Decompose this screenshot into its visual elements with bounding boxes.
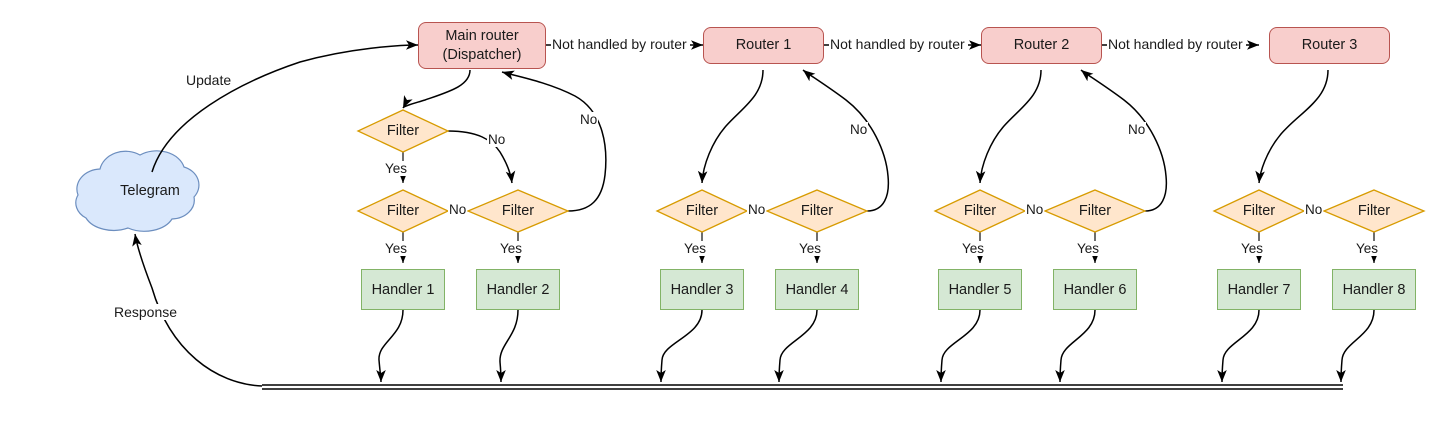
edge-h3-to-bus (656, 309, 703, 383)
label-not-handled-3: Not handled by router (1107, 36, 1244, 52)
handler-6[interactable]: Handler 6 (1053, 269, 1137, 310)
filter-shape-r2-left (933, 189, 1027, 233)
filter-shape-r2-right (1043, 189, 1147, 233)
handler-5-label: Handler 5 (948, 281, 1012, 298)
label-not-handled-1: Not handled by router (551, 36, 688, 52)
handler-1[interactable]: Handler 1 (361, 269, 445, 310)
label-yes-r3-left: Yes (1240, 241, 1265, 256)
telegram-label: Telegram (120, 183, 180, 199)
label-no-r3-left: No (1304, 202, 1324, 217)
label-no-main-left: No (448, 202, 468, 217)
label-no-r1-left: No (747, 202, 767, 217)
edge-r2-right-no-return (1080, 69, 1168, 212)
label-no-r2-return: No (1127, 122, 1147, 137)
router-1-label: Router 1 (735, 37, 792, 54)
handler-8-label: Handler 8 (1342, 281, 1406, 298)
edge-r1-right-no-return (802, 69, 890, 212)
telegram-cloud-shape (75, 150, 200, 232)
filter-shape-r1-left (655, 189, 749, 233)
label-yes-r1-right: Yes (798, 241, 823, 256)
label-yes-r1-left: Yes (683, 241, 708, 256)
edge-h6-to-bus (1055, 309, 1096, 383)
edge-h1-to-bus (376, 309, 404, 383)
edge-r1-to-filter (697, 69, 764, 184)
label-yes-main-top: Yes (384, 161, 409, 176)
router-3[interactable]: Router 3 (1269, 27, 1390, 64)
handler-2-label: Handler 2 (486, 281, 550, 298)
label-yes-r2-left: Yes (961, 241, 986, 256)
filter-shape-r3-left (1212, 189, 1306, 233)
handler-7[interactable]: Handler 7 (1217, 269, 1301, 310)
filter-shape-main-top (356, 109, 450, 153)
edge-update (151, 40, 419, 173)
router-1[interactable]: Router 1 (703, 27, 824, 64)
label-yes-r3-right: Yes (1355, 241, 1380, 256)
handler-8[interactable]: Handler 8 (1332, 269, 1416, 310)
label-response: Response (113, 304, 179, 320)
edge-r2-to-filter (975, 69, 1042, 184)
router-main[interactable]: Main router (Dispatcher) (418, 22, 546, 69)
edge-h7-to-bus (1217, 309, 1260, 383)
label-update: Update (185, 72, 233, 88)
handler-7-label: Handler 7 (1227, 281, 1291, 298)
router-main-label-line1: Main router (445, 28, 519, 45)
edge-main-to-filter-top (402, 69, 471, 109)
handler-1-label: Handler 1 (371, 281, 435, 298)
handler-5[interactable]: Handler 5 (938, 269, 1022, 310)
edge-h4-to-bus (774, 309, 818, 383)
router-2[interactable]: Router 2 (981, 27, 1102, 64)
filter-shape-r1-right (765, 189, 869, 233)
handler-2[interactable]: Handler 2 (476, 269, 560, 310)
handler-4-label: Handler 4 (785, 281, 849, 298)
edge-r3-to-filter (1255, 69, 1329, 184)
handler-3-label: Handler 3 (670, 281, 734, 298)
label-yes-main-right: Yes (499, 241, 524, 256)
edge-h5-to-bus (936, 309, 981, 383)
label-no-main-top: No (487, 132, 507, 147)
handler-3[interactable]: Handler 3 (660, 269, 744, 310)
router-2-label: Router 2 (1013, 37, 1070, 54)
label-not-handled-2: Not handled by router (829, 36, 966, 52)
filter-shape-main-right (466, 189, 570, 233)
filter-shape-main-left (356, 189, 450, 233)
label-yes-r2-right: Yes (1076, 241, 1101, 256)
router-main-label-line2: (Dispatcher) (442, 46, 522, 63)
filter-shape-r3-right (1322, 189, 1426, 233)
label-no-r1-return: No (849, 122, 869, 137)
label-no-r2-left: No (1025, 202, 1045, 217)
handler-4[interactable]: Handler 4 (775, 269, 859, 310)
label-no-main-return: No (579, 112, 599, 127)
handler-6-label: Handler 6 (1063, 281, 1127, 298)
edge-h2-to-bus (496, 309, 519, 383)
router-3-label: Router 3 (1301, 37, 1358, 54)
edge-main-filtertop-no (447, 130, 516, 184)
label-yes-main-left: Yes (384, 241, 409, 256)
edge-h8-to-bus (1336, 309, 1375, 383)
edge-main-right-no-return (501, 70, 607, 212)
